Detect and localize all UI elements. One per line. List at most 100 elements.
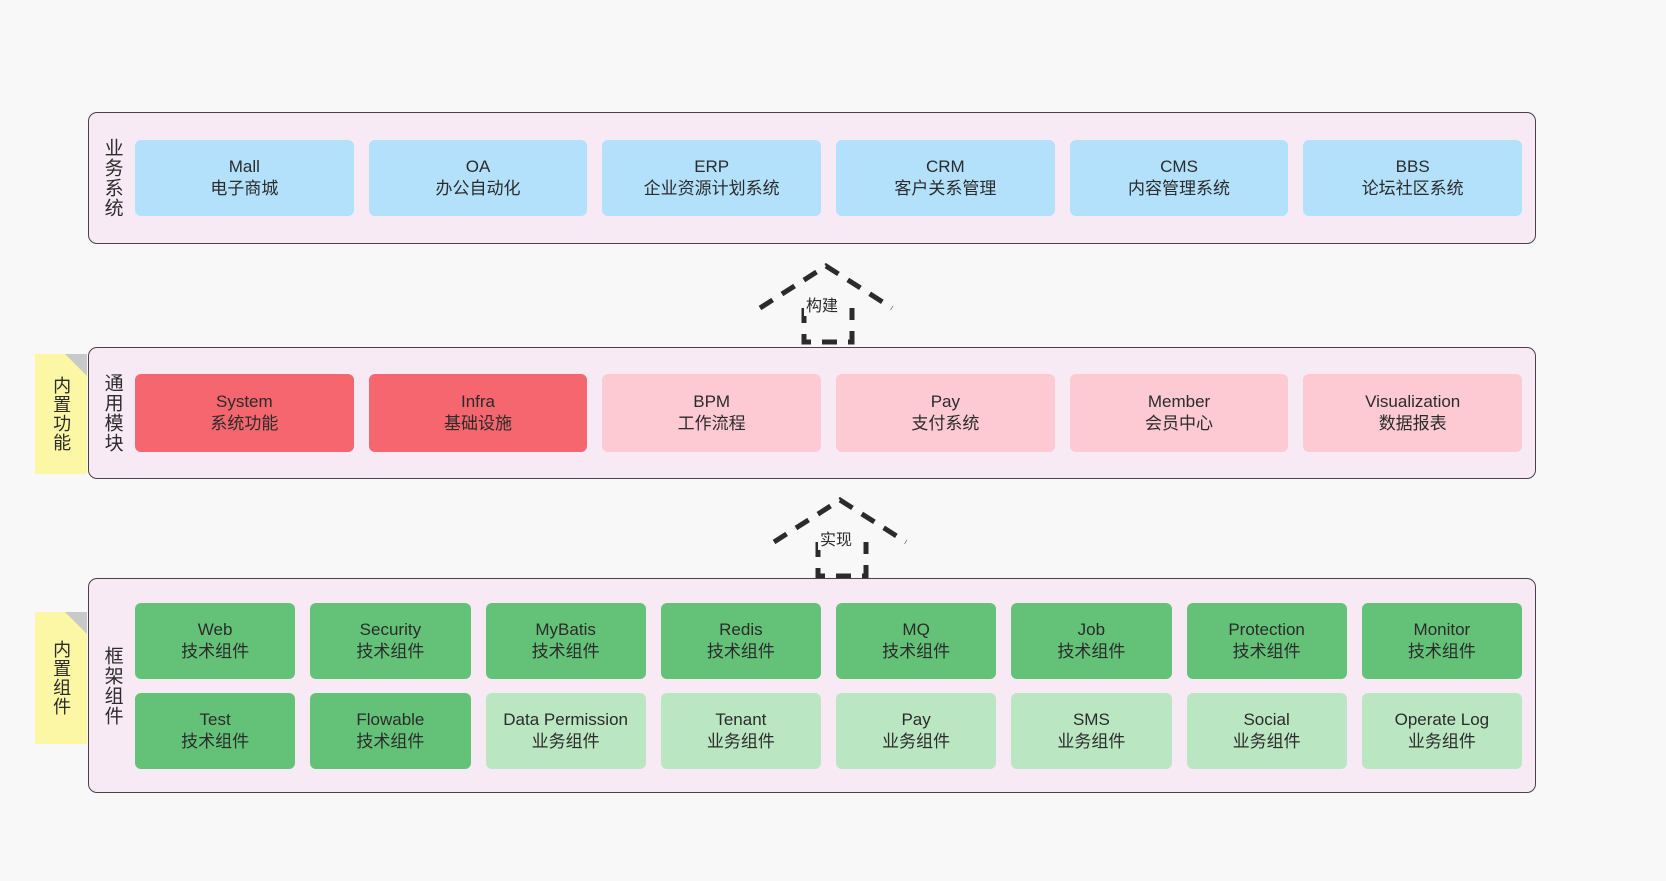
card-title: Tenant (715, 709, 767, 729)
arrow-shaft (815, 542, 869, 579)
arrow-shaft (801, 308, 855, 345)
card-subtitle: 内容管理系统 (1128, 179, 1231, 198)
card-title: Security (359, 619, 422, 639)
card-title: Social (1243, 709, 1290, 729)
card-title: Infra (460, 392, 496, 412)
card-subtitle: 系统功能 (210, 414, 279, 433)
layer-business-systems[interactable]: 业务系统 Mall 电子商城 OA 办公自动化 ERP 企业资源计划系统 CRM… (88, 112, 1536, 244)
card-data-permission[interactable]: Data Permission 业务组件 (485, 692, 646, 769)
layer-framework-components[interactable]: 框架组件 Web 技术组件 Security 技术组件 MyBatis 技术组件… (88, 578, 1536, 793)
card-pay-component[interactable]: Pay 业务组件 (836, 692, 997, 769)
connector-build: 构建 (756, 258, 904, 345)
card-operate-log[interactable]: Operate Log 业务组件 (1361, 692, 1522, 769)
card-mq[interactable]: MQ 技术组件 (836, 602, 997, 679)
card-subtitle: 支付系统 (911, 414, 980, 433)
card-title: Job (1077, 619, 1106, 639)
card-infra[interactable]: Infra 基础设施 (368, 374, 588, 452)
card-row: System 系统功能 Infra 基础设施 BPM 工作流程 Pay 支付系统… (135, 374, 1523, 452)
card-tenant[interactable]: Tenant 业务组件 (660, 692, 821, 769)
card-protection[interactable]: Protection 技术组件 (1186, 602, 1347, 679)
card-security[interactable]: Security 技术组件 (310, 602, 471, 679)
layer-label-framework-components: 框架组件 (101, 645, 123, 726)
card-subtitle: 数据报表 (1378, 414, 1447, 433)
card-title: Protection (1228, 619, 1305, 639)
card-subtitle: 业务组件 (1057, 731, 1126, 751)
card-job[interactable]: Job 技术组件 (1011, 602, 1172, 679)
card-row: Mall 电子商城 OA 办公自动化 ERP 企业资源计划系统 CRM 客户关系… (135, 140, 1523, 216)
card-title: BPM (693, 392, 731, 412)
card-flowable[interactable]: Flowable 技术组件 (310, 692, 471, 769)
card-subtitle: 业务组件 (706, 731, 775, 751)
card-mall[interactable]: Mall 电子商城 (135, 140, 354, 216)
sticky-note-builtin-functions[interactable]: 内置功能 (35, 354, 87, 474)
card-test[interactable]: Test 技术组件 (135, 692, 296, 769)
card-subtitle: 业务组件 (531, 731, 600, 751)
card-subtitle: 技术组件 (531, 641, 600, 661)
sticky-note-label: 内置功能 (51, 376, 72, 452)
card-title: Test (199, 709, 231, 729)
card-sms[interactable]: SMS 业务组件 (1011, 692, 1172, 769)
card-title: Operate Log (1394, 709, 1490, 729)
card-visualization[interactable]: Visualization 数据报表 (1303, 374, 1523, 452)
card-subtitle: 工作流程 (677, 414, 746, 433)
card-title: Flowable (356, 709, 425, 729)
card-web[interactable]: Web 技术组件 (135, 602, 296, 679)
card-title: Member (1147, 392, 1211, 412)
card-subtitle: 技术组件 (882, 641, 951, 661)
card-subtitle: 技术组件 (181, 641, 250, 661)
card-pay-module[interactable]: Pay 支付系统 (836, 374, 1055, 452)
card-title: Data Permission (503, 709, 628, 729)
card-title: Pay (901, 709, 931, 729)
sticky-note-label: 内置组件 (51, 640, 72, 716)
card-subtitle: 客户关系管理 (894, 179, 997, 198)
card-title: CMS (1160, 157, 1198, 177)
card-title: Web (197, 619, 233, 639)
layer-common-modules[interactable]: 通用模块 System 系统功能 Infra 基础设施 BPM 工作流程 Pay… (88, 347, 1536, 479)
card-subtitle: 业务组件 (882, 731, 951, 751)
card-subtitle: 业务组件 (1407, 731, 1476, 751)
page-fold-icon (65, 354, 87, 376)
layer-label-common-modules: 通用模块 (101, 373, 123, 453)
arrowhead-open-up (758, 263, 894, 311)
card-title: Pay (930, 392, 960, 412)
card-subtitle: 技术组件 (1407, 641, 1476, 661)
page-fold-icon (65, 612, 87, 634)
card-title: BBS (1395, 157, 1430, 177)
card-oa[interactable]: OA 办公自动化 (368, 140, 588, 216)
card-title: OA (465, 157, 491, 177)
card-redis[interactable]: Redis 技术组件 (660, 602, 821, 679)
card-system[interactable]: System 系统功能 (135, 374, 354, 452)
card-social[interactable]: Social 业务组件 (1186, 692, 1347, 769)
card-title: MQ (902, 619, 930, 639)
card-bbs[interactable]: BBS 论坛社区系统 (1303, 140, 1523, 216)
card-member[interactable]: Member 会员中心 (1069, 374, 1289, 452)
card-title: Visualization (1365, 392, 1461, 412)
card-subtitle: 论坛社区系统 (1361, 179, 1464, 198)
card-subtitle: 技术组件 (1232, 641, 1301, 661)
card-row: Test 技术组件 Flowable 技术组件 Data Permission … (135, 692, 1522, 769)
card-monitor[interactable]: Monitor 技术组件 (1361, 602, 1522, 679)
card-subtitle: 电子商城 (210, 179, 279, 198)
card-crm[interactable]: CRM 客户关系管理 (836, 140, 1055, 216)
card-bpm[interactable]: BPM 工作流程 (602, 374, 822, 452)
card-subtitle: 技术组件 (356, 731, 425, 751)
card-subtitle: 技术组件 (1057, 641, 1126, 661)
card-mybatis[interactable]: MyBatis 技术组件 (485, 602, 646, 679)
layer-body-business-systems: Mall 电子商城 OA 办公自动化 ERP 企业资源计划系统 CRM 客户关系… (135, 113, 1535, 243)
card-subtitle: 业务组件 (1232, 731, 1301, 751)
layer-body-framework-components: Web 技术组件 Security 技术组件 MyBatis 技术组件 Redi… (135, 579, 1535, 792)
card-title: MyBatis (535, 619, 596, 639)
connector-label-implement: 实现 (818, 526, 855, 550)
card-subtitle: 基础设施 (444, 414, 512, 433)
card-subtitle: 会员中心 (1145, 414, 1214, 433)
sticky-note-builtin-components[interactable]: 内置组件 (35, 612, 87, 744)
card-erp[interactable]: ERP 企业资源计划系统 (602, 140, 822, 216)
layer-label-business-systems: 业务系统 (101, 138, 123, 218)
card-subtitle: 企业资源计划系统 (643, 179, 780, 198)
card-title: System (215, 392, 273, 412)
card-cms[interactable]: CMS 内容管理系统 (1069, 140, 1289, 216)
card-row: Web 技术组件 Security 技术组件 MyBatis 技术组件 Redi… (135, 602, 1522, 679)
card-title: Monitor (1413, 619, 1471, 639)
card-subtitle: 技术组件 (356, 641, 425, 661)
